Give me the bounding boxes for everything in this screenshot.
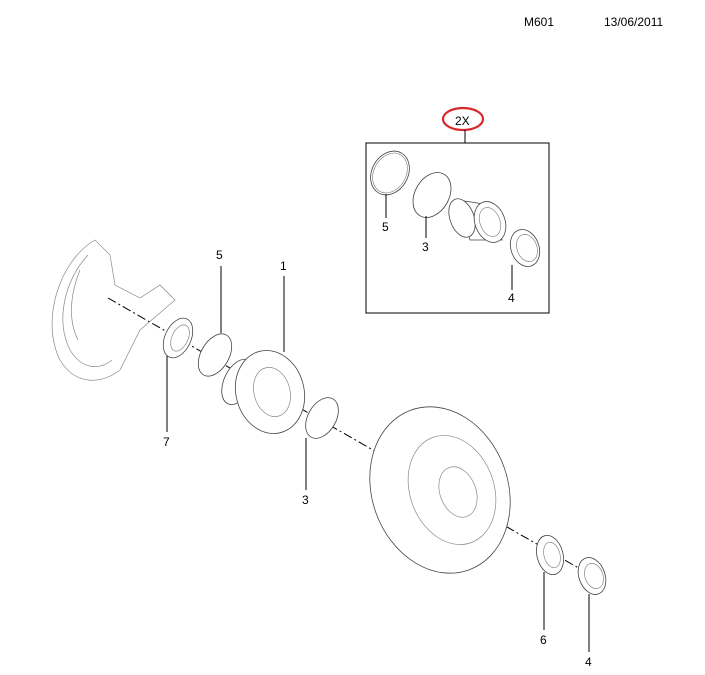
backing-plate-part <box>51 239 176 381</box>
callout-1: 1 <box>280 259 287 273</box>
diagram-date: 13/06/2011 <box>604 15 663 29</box>
callout-7: 7 <box>163 435 170 449</box>
snap-ring-part <box>197 333 233 377</box>
brake-disc-part <box>369 406 511 574</box>
hub-nut-part <box>577 557 607 595</box>
inset-callout-5: 5 <box>382 220 389 234</box>
circlip-part <box>305 397 339 439</box>
inset-callout-4: 4 <box>508 291 515 305</box>
inset-callout-3: 3 <box>422 240 429 254</box>
inset-frame <box>365 142 550 314</box>
diagram-code: M601 <box>524 15 554 29</box>
seal-part <box>162 317 194 359</box>
callout-3: 3 <box>302 493 309 507</box>
callout-6: 6 <box>540 633 547 647</box>
wheel-bearing-part <box>448 198 507 243</box>
callout-5: 5 <box>216 248 223 262</box>
circlip-part <box>412 172 452 218</box>
thrust-washer-part <box>536 534 564 576</box>
quantity-highlight-circle <box>441 106 485 132</box>
bearing-kit-inset: 2X 5 3 4 <box>365 106 550 314</box>
callout-4: 4 <box>585 655 592 669</box>
wheel-hub-part <box>221 350 305 434</box>
inset-quantity: 2X <box>455 114 470 128</box>
snap-ring-part <box>370 150 410 196</box>
hub-nut-part <box>509 229 541 267</box>
